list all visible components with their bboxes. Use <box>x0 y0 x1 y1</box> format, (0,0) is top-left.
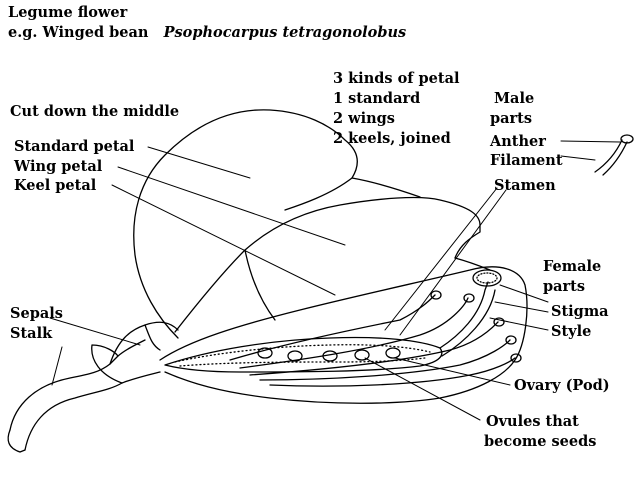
anther-shape <box>463 293 475 303</box>
anther-shape <box>430 290 442 300</box>
stalk-label: Stalk <box>10 325 53 342</box>
stamen-filament <box>239 297 469 369</box>
filament-label: Filament <box>490 152 563 169</box>
standard-petal-label: Standard petal <box>14 138 135 155</box>
ovule <box>257 347 273 359</box>
anther-shape <box>510 353 522 363</box>
detached-stamen <box>594 139 623 173</box>
petal-kinds-heading: 3 kinds of petal <box>333 70 460 87</box>
species-name: Psophocarpus tetragonolobus <box>163 24 407 41</box>
wing-petal-label: Wing petal <box>14 158 103 175</box>
example-prefix: e.g. Winged bean <box>8 24 149 41</box>
petal-kinds-keels: 2 keels, joined <box>333 130 451 147</box>
sepal-shape-3 <box>144 321 179 331</box>
stigma-label: Stigma <box>551 303 609 320</box>
ovary-label: Ovary (Pod) <box>514 377 610 394</box>
style-label: Style <box>551 323 592 340</box>
detached-stamen-2 <box>602 141 628 176</box>
male-parts-label-2: parts <box>490 110 533 127</box>
petal-kinds-wings: 2 wings <box>333 110 395 127</box>
style-shape <box>439 281 489 349</box>
stigma-stipple <box>476 272 498 284</box>
sepals-label: Sepals <box>10 305 63 322</box>
female-parts-label-2: parts <box>543 278 586 295</box>
keel-inner-edge <box>454 257 491 271</box>
ovary-shape <box>164 336 443 373</box>
stamen-filament <box>259 339 511 381</box>
keel-petal-label: Keel petal <box>14 177 97 194</box>
sepal-shape-2 <box>91 344 123 384</box>
anther-shape <box>505 335 517 345</box>
stamen-label: Stamen <box>494 177 556 194</box>
ovule <box>354 349 370 361</box>
anther-label: Anther <box>490 133 546 150</box>
wing-petal-edge <box>351 177 421 198</box>
petal-kinds-standard: 1 standard <box>333 90 421 107</box>
stalk-shape-inner <box>24 371 161 451</box>
ovule <box>385 347 401 359</box>
ovule <box>287 350 303 362</box>
title-line-1: Legume flower <box>8 4 128 21</box>
male-parts-label-1: Male <box>494 90 535 107</box>
wing-petal-fold <box>244 249 276 321</box>
stalk-shape <box>9 339 146 431</box>
style-shape-2 <box>441 289 496 357</box>
keel-petal-shape <box>159 266 528 404</box>
ovary-stipple <box>174 344 431 363</box>
stamen-filament <box>229 294 436 361</box>
stamen-filament <box>269 357 516 387</box>
female-parts-label-1: Female <box>543 258 602 275</box>
cut-label: Cut down the middle <box>10 103 180 120</box>
stalk-tip <box>7 429 26 453</box>
leader-lines <box>49 140 621 421</box>
stamen-filament <box>249 321 499 376</box>
ovules-label-2: become seeds <box>484 433 597 450</box>
wing-petal-shape <box>174 196 481 333</box>
stigma-shape <box>472 269 502 287</box>
detached-anther <box>620 134 634 144</box>
ovules-label-1: Ovules that <box>486 413 579 430</box>
title-line-2: e.g. Winged bean Psophocarpus tetragonol… <box>8 24 406 41</box>
anther-shape <box>493 317 505 327</box>
